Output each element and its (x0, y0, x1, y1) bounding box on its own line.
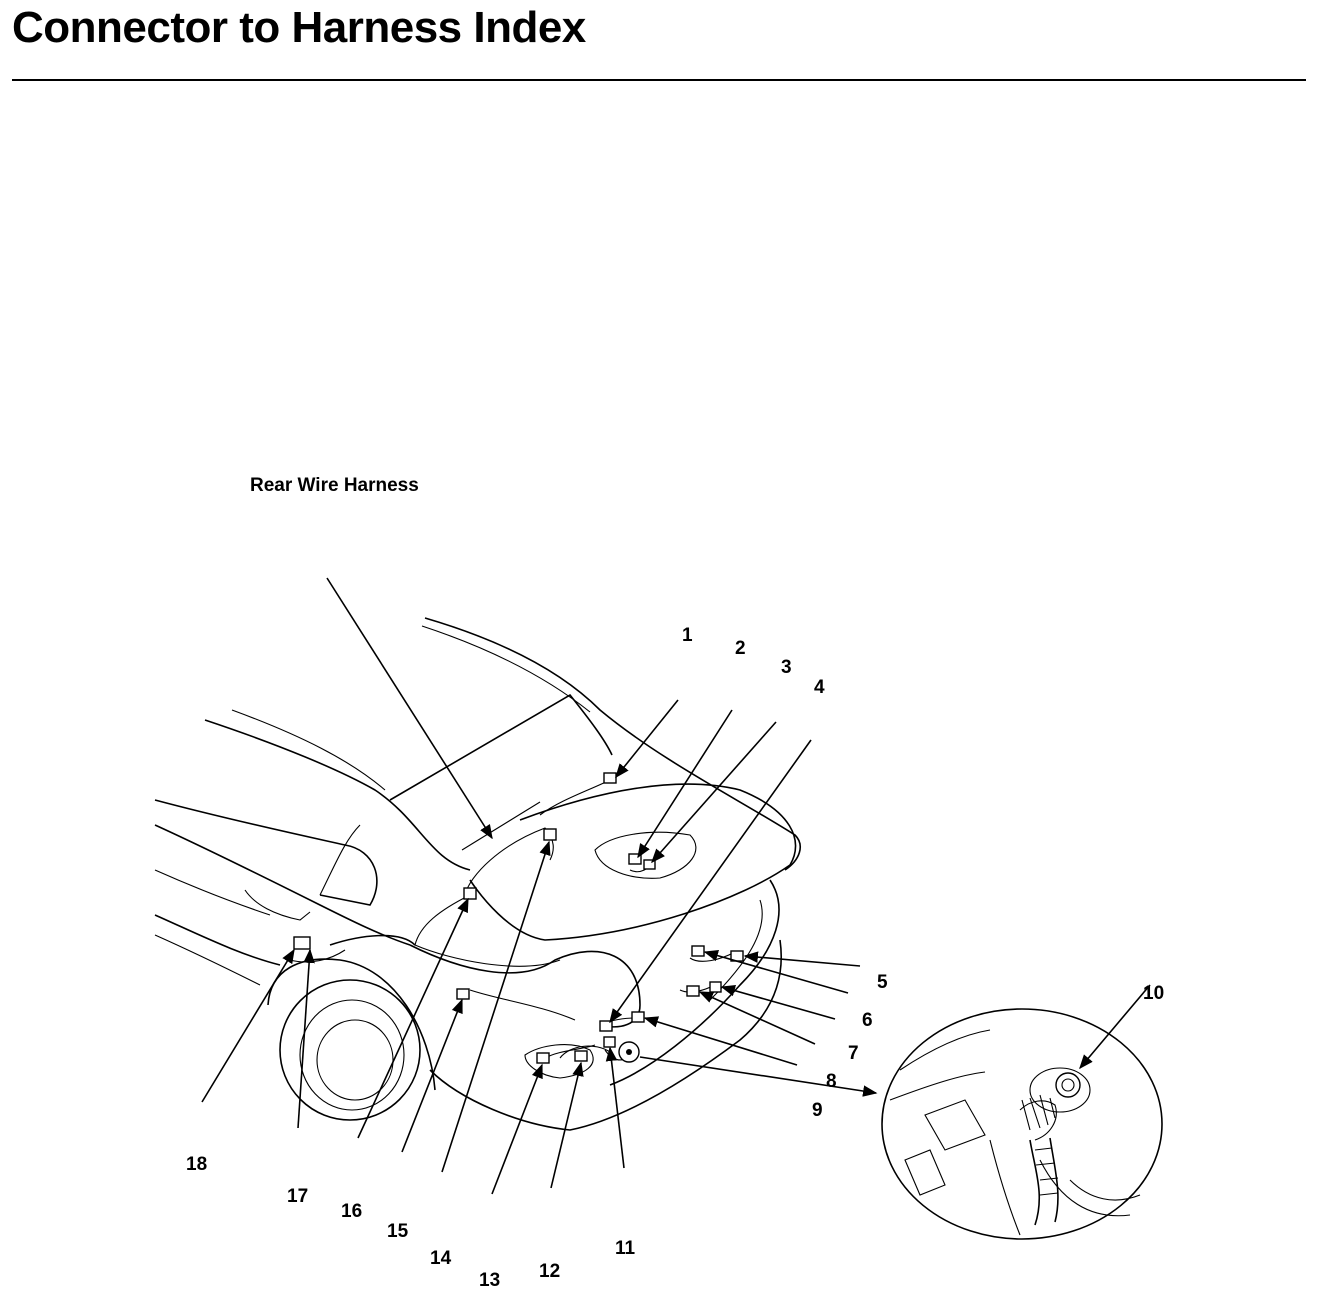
callout-5: 5 (877, 972, 888, 993)
callout-13: 13 (479, 1270, 500, 1291)
callout-9: 9 (812, 1100, 823, 1121)
leader-lines (201, 577, 1151, 1195)
callout-11: 11 (615, 1238, 636, 1259)
connector-16 (463, 887, 477, 900)
callout-6: 6 (862, 1010, 873, 1031)
connector-14 (543, 828, 557, 841)
connector-2 (628, 853, 642, 865)
connector-3 (643, 859, 656, 870)
callout-7: 7 (848, 1043, 859, 1064)
connector-15 (456, 988, 470, 1000)
connector-7 (709, 981, 722, 993)
callout-16: 16 (341, 1201, 362, 1222)
car-body-outline (154, 617, 801, 1131)
callout-12: 12 (539, 1261, 560, 1282)
callout-14: 14 (430, 1248, 452, 1269)
connector-12 (574, 1050, 588, 1062)
connector-13 (536, 1052, 550, 1064)
title-divider (12, 79, 1306, 81)
diagram-label: Rear Wire Harness (250, 475, 419, 496)
connector-1 (603, 772, 617, 784)
connector-6 (691, 945, 705, 957)
connector-11 (603, 1036, 616, 1048)
callout-4: 4 (814, 677, 825, 698)
connector-17-18 (293, 936, 311, 950)
callout-8: 8 (826, 1071, 837, 1092)
connector-9 (631, 1011, 645, 1023)
connector-4 (599, 1020, 613, 1032)
callout-2: 2 (735, 638, 746, 659)
connector-8 (686, 985, 700, 997)
callout-numbers: 1 2 3 4 5 6 7 8 9 10 11 12 13 14 15 16 1… (186, 625, 1164, 1291)
ground-detail-inset (881, 1008, 1163, 1240)
callout-10: 10 (1143, 983, 1164, 1004)
callout-18: 18 (186, 1154, 207, 1175)
callout-15: 15 (387, 1221, 409, 1242)
callout-17: 17 (287, 1186, 308, 1207)
page-title: Connector to Harness Index (12, 3, 586, 52)
callout-1: 1 (682, 625, 693, 646)
connectors (293, 772, 744, 1064)
callout-3: 3 (781, 657, 792, 678)
